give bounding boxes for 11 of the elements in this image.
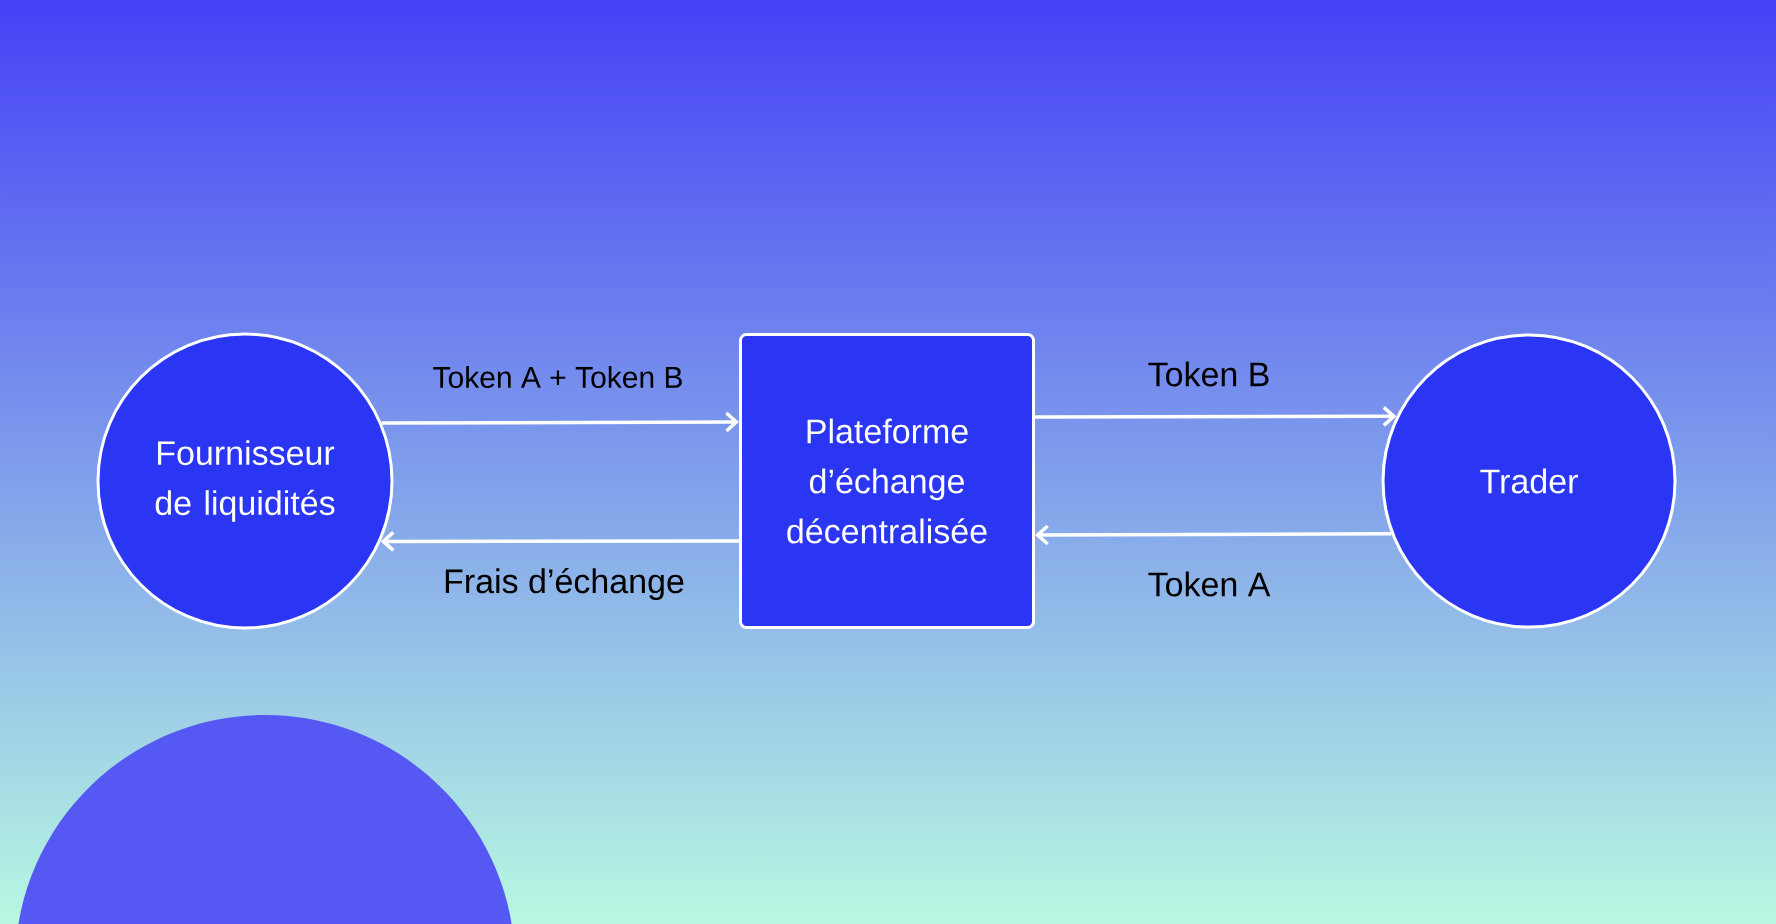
arrow [1035,406,1397,427]
arrow [380,531,739,552]
arrow [1035,524,1392,546]
circle-node: Trader [1381,333,1677,629]
edge-label: Frais d’échange [445,567,684,601]
edge-label: Token B [1148,361,1269,387]
edge-label: Token A + Token B [433,366,682,389]
arrow [381,411,739,433]
edge-label: Token A [1148,571,1271,597]
process-box: Plateforme d’échange décentralisée [739,333,1035,629]
circle-node: Fournisseur de liquidités [96,332,394,630]
